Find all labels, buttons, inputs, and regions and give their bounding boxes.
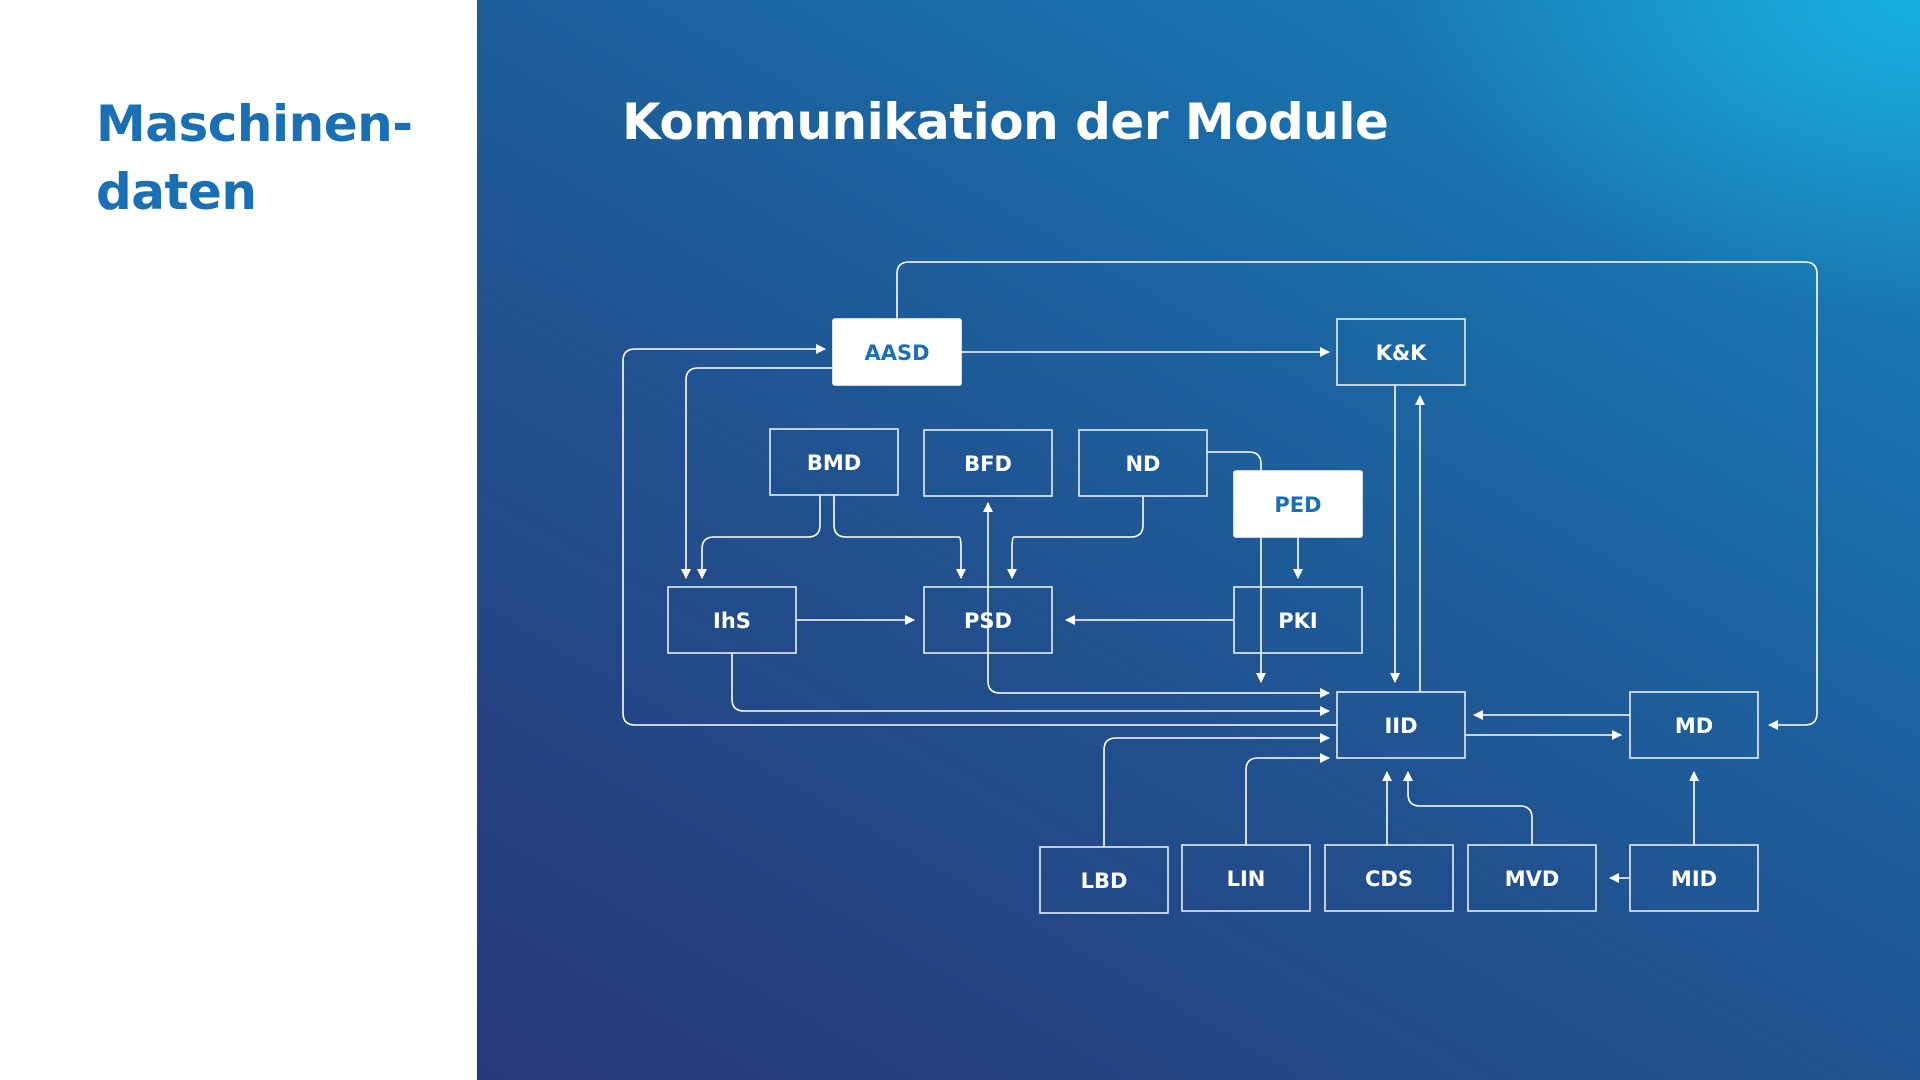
node-box (1629, 691, 1759, 759)
section-title: Maschinen- daten (96, 95, 413, 221)
edge-lbd-to-iid (1103, 733, 1330, 847)
slide-title: Kommunikation der Module (622, 93, 1389, 151)
node-bfd: BFD (923, 429, 1053, 497)
node-label: BFD (964, 452, 1012, 476)
node-kk: K&K (1336, 318, 1466, 386)
node-ihs: IhS (667, 586, 797, 654)
node-box (1181, 844, 1311, 912)
node-cds: CDS (1324, 844, 1454, 912)
node-box (1233, 470, 1363, 538)
node-label: AASD (864, 341, 929, 365)
node-label: IID (1384, 714, 1417, 738)
edge-bmd-to-ihs (697, 495, 821, 579)
node-box (667, 586, 797, 654)
node-box (1629, 844, 1759, 912)
node-label: BMD (807, 451, 861, 475)
edge-nd-to-iid (1207, 451, 1266, 683)
content-panel: Kommunikation der Module AASD K&K BMD BFD ND… (477, 0, 1920, 1080)
edge-ihs-to-iid (731, 653, 1330, 716)
node-aasd: AASD (832, 318, 962, 386)
node-box (1336, 318, 1466, 386)
node-psd: PSD (923, 586, 1053, 654)
node-box (1336, 691, 1466, 759)
edge-bmd-to-psd (833, 495, 966, 579)
node-box (923, 429, 1053, 497)
node-box (769, 428, 899, 496)
node-mid: MID (1629, 844, 1759, 912)
node-label: IhS (713, 609, 751, 633)
edge-aasd-to-md (896, 261, 1818, 730)
node-label: ND (1125, 452, 1160, 476)
node-mvd: MVD (1467, 844, 1597, 912)
node-md: MD (1629, 691, 1759, 759)
edge-mvd-to-iid (1403, 771, 1533, 845)
node-label: PKI (1278, 609, 1317, 633)
edge-aasd-to-ihs (681, 367, 861, 579)
edge-nd-to-psd (1007, 496, 1144, 579)
node-iid: IID (1336, 691, 1466, 759)
node-label: MVD (1505, 867, 1560, 891)
node-label: CDS (1365, 867, 1413, 891)
node-bmd: BMD (769, 428, 899, 496)
node-label: PED (1274, 493, 1321, 517)
node-label: LIN (1227, 867, 1266, 891)
node-box (923, 586, 1053, 654)
node-label: MID (1671, 867, 1717, 891)
node-lbd: LBD (1039, 846, 1169, 914)
edge-lin-to-iid (1245, 753, 1330, 845)
node-box (1039, 846, 1169, 914)
node-ped: PED (1233, 470, 1363, 538)
node-box (1467, 844, 1597, 912)
node-box (1324, 844, 1454, 912)
node-box (832, 318, 962, 386)
node-label: K&K (1376, 341, 1428, 365)
node-box (1078, 429, 1208, 497)
edge-psd-to-iid (987, 653, 1330, 698)
node-pki: PKI (1233, 586, 1363, 654)
node-lin: LIN (1181, 844, 1311, 912)
node-label: LBD (1081, 869, 1128, 893)
node-label: MD (1675, 714, 1713, 738)
node-nd: ND (1078, 429, 1208, 497)
sidebar: Maschinen- daten (0, 0, 477, 1080)
module-communication-diagram: AASD K&K BMD BFD ND PED IhS PSD PKI IID MD LBD LIN CD… (622, 261, 1818, 914)
edge-iid-to-aasd (622, 344, 1337, 726)
node-box (1233, 586, 1363, 654)
node-label: PSD (964, 609, 1012, 633)
